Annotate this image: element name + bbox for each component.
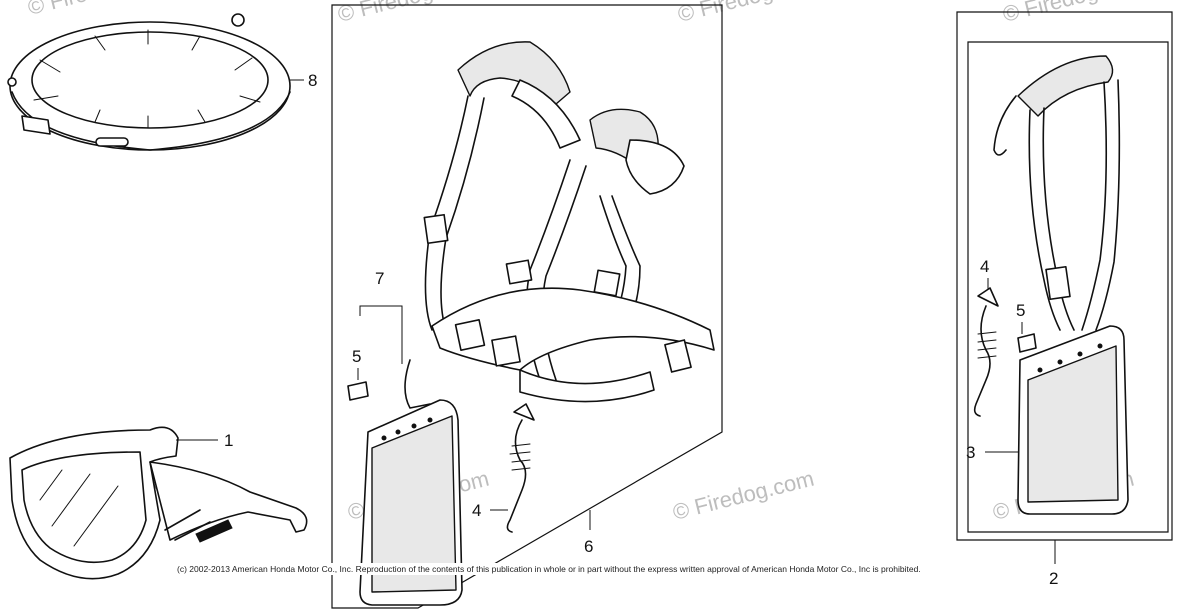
part-safety-glasses (9, 426, 308, 580)
watermark-top-left: © Firedog.com (25, 0, 171, 20)
callout-5-right: 5 (1016, 301, 1025, 320)
watermark-far-right: © Firedog.com (1000, 0, 1146, 27)
copyright-notice: (c) 2002-2013 American Honda Motor Co., … (177, 564, 921, 574)
watermark-bottom-right: © Firedog.com (670, 466, 816, 525)
callout-1: 1 (224, 431, 233, 450)
callout-3: 3 (966, 443, 975, 462)
callout-5-center: 5 (352, 347, 361, 366)
copyright-background (175, 563, 1001, 575)
part-hook-center (506, 403, 535, 533)
part-tag-right (1017, 333, 1037, 353)
part-shoulder-strap (993, 55, 1129, 515)
harness-frame (331, 4, 723, 609)
callout-7: 7 (375, 269, 384, 288)
strap-inner-frame (967, 41, 1169, 533)
part-headband-ring (7, 13, 291, 151)
watermark-top-center: © Firedog.com (335, 0, 481, 27)
callout-6: 6 (584, 537, 593, 556)
callout-2: 2 (1049, 569, 1058, 588)
part-harness (359, 41, 715, 606)
callout-8: 8 (308, 71, 317, 90)
callouts: 8 1 7 5 4 6 4 5 3 2 (224, 71, 1058, 588)
leader-lines (176, 79, 1056, 564)
strap-frame (956, 11, 1173, 541)
callout-4-right: 4 (980, 257, 989, 276)
callout-4-center: 4 (472, 501, 481, 520)
part-hook-right (973, 287, 999, 417)
part-tag-center (347, 381, 369, 401)
watermark-top-right: © Firedog.com (675, 0, 821, 27)
